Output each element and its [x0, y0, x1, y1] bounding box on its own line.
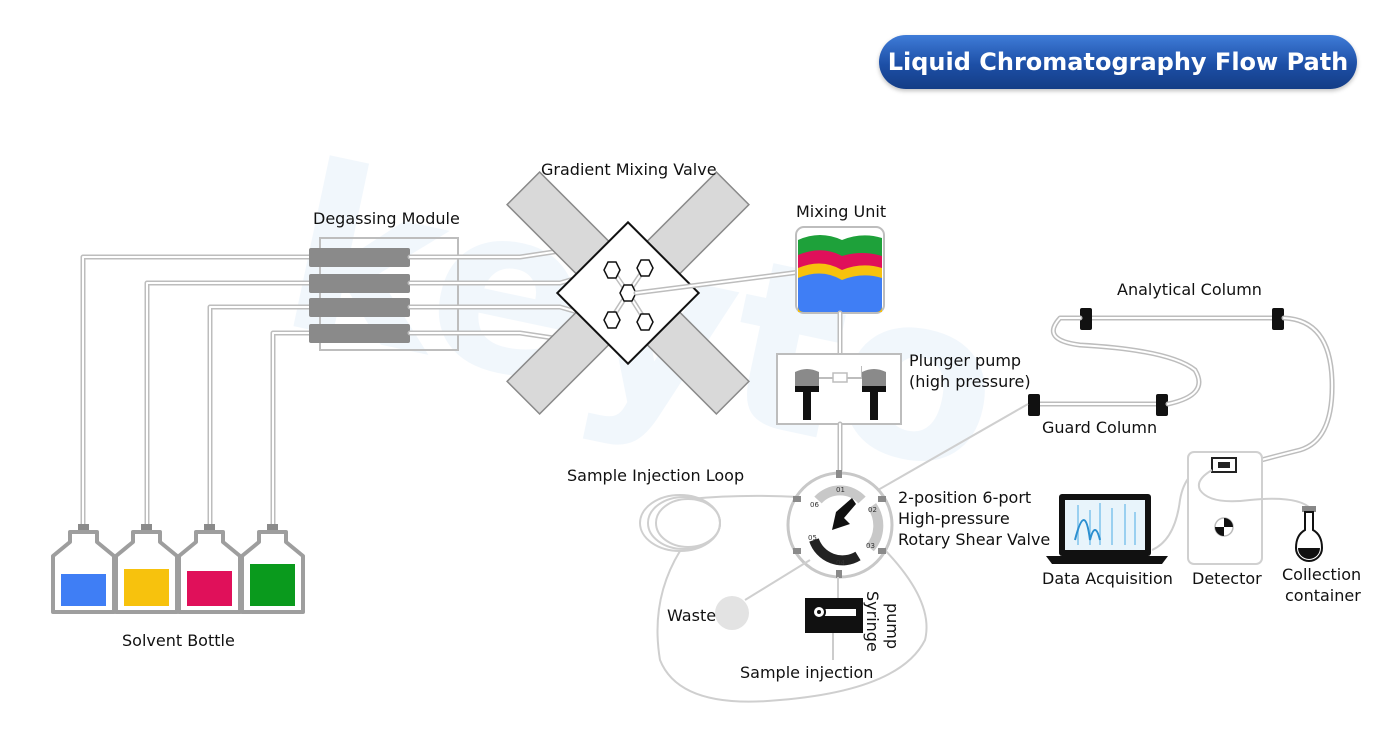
labels: Gradient Mixing Valve Degassing Module M… — [122, 160, 1361, 682]
label-solvent-bottle: Solvent Bottle — [122, 631, 235, 650]
waste-vessel — [715, 596, 749, 630]
port-label: 04 — [836, 559, 845, 567]
label-waste: Waste — [667, 606, 716, 625]
title-banner: Liquid Chromatography Flow Path — [879, 35, 1357, 89]
label-collection-2: container — [1285, 586, 1361, 605]
title-text: Liquid Chromatography Flow Path — [887, 48, 1349, 76]
solvent-bottle — [51, 524, 116, 614]
label-sample-injection: Sample injection — [740, 663, 873, 682]
port-label: 01 — [836, 486, 845, 494]
analytical-column — [1080, 308, 1284, 330]
label-degassing: Degassing Module — [313, 209, 460, 228]
label-sample-loop: Sample Injection Loop — [567, 466, 744, 485]
label-analytical-column: Analytical Column — [1117, 280, 1262, 299]
guard-column — [1028, 394, 1168, 416]
port-label: 05 — [808, 534, 817, 542]
port-label: 03 — [866, 542, 875, 550]
rotary-valve: 01 02 03 04 05 06 — [786, 470, 894, 579]
label-valve-1: 2-position 6-port — [898, 488, 1031, 507]
gradient-mixing-valve — [506, 171, 750, 415]
syringe-pump — [805, 598, 863, 660]
mixing-unit — [795, 226, 885, 314]
solvent-bottle — [114, 524, 179, 614]
solvent-bottle — [240, 524, 305, 614]
label-plunger-1: Plunger pump — [909, 351, 1021, 370]
label-syringe-2: pump — [883, 603, 902, 649]
label-collection-1: Collection — [1282, 565, 1361, 584]
degassing-module — [309, 237, 459, 351]
label-syringe-1: Syringe — [863, 591, 882, 652]
detector — [1187, 451, 1263, 565]
label-mixing-unit: Mixing Unit — [796, 202, 886, 221]
label-guard-column: Guard Column — [1042, 418, 1157, 437]
label-valve-3: Rotary Shear Valve — [898, 530, 1050, 549]
solvent-lines — [80, 254, 313, 533]
label-detector: Detector — [1192, 569, 1262, 588]
laptop-icon — [1046, 494, 1168, 564]
solvent-bottles — [51, 524, 305, 614]
sample-injection-loop — [639, 494, 928, 703]
port-label: 06 — [810, 501, 819, 509]
collection-flask-icon — [1294, 506, 1324, 562]
plunger-pump — [776, 353, 902, 425]
solvent-bottle — [177, 524, 242, 614]
label-valve-2: High-pressure — [898, 509, 1010, 528]
port-label: 02 — [868, 506, 877, 514]
label-data-acquisition: Data Acquisition — [1042, 569, 1173, 588]
label-plunger-2: (high pressure) — [909, 372, 1031, 391]
label-gradient-valve: Gradient Mixing Valve — [541, 160, 717, 179]
